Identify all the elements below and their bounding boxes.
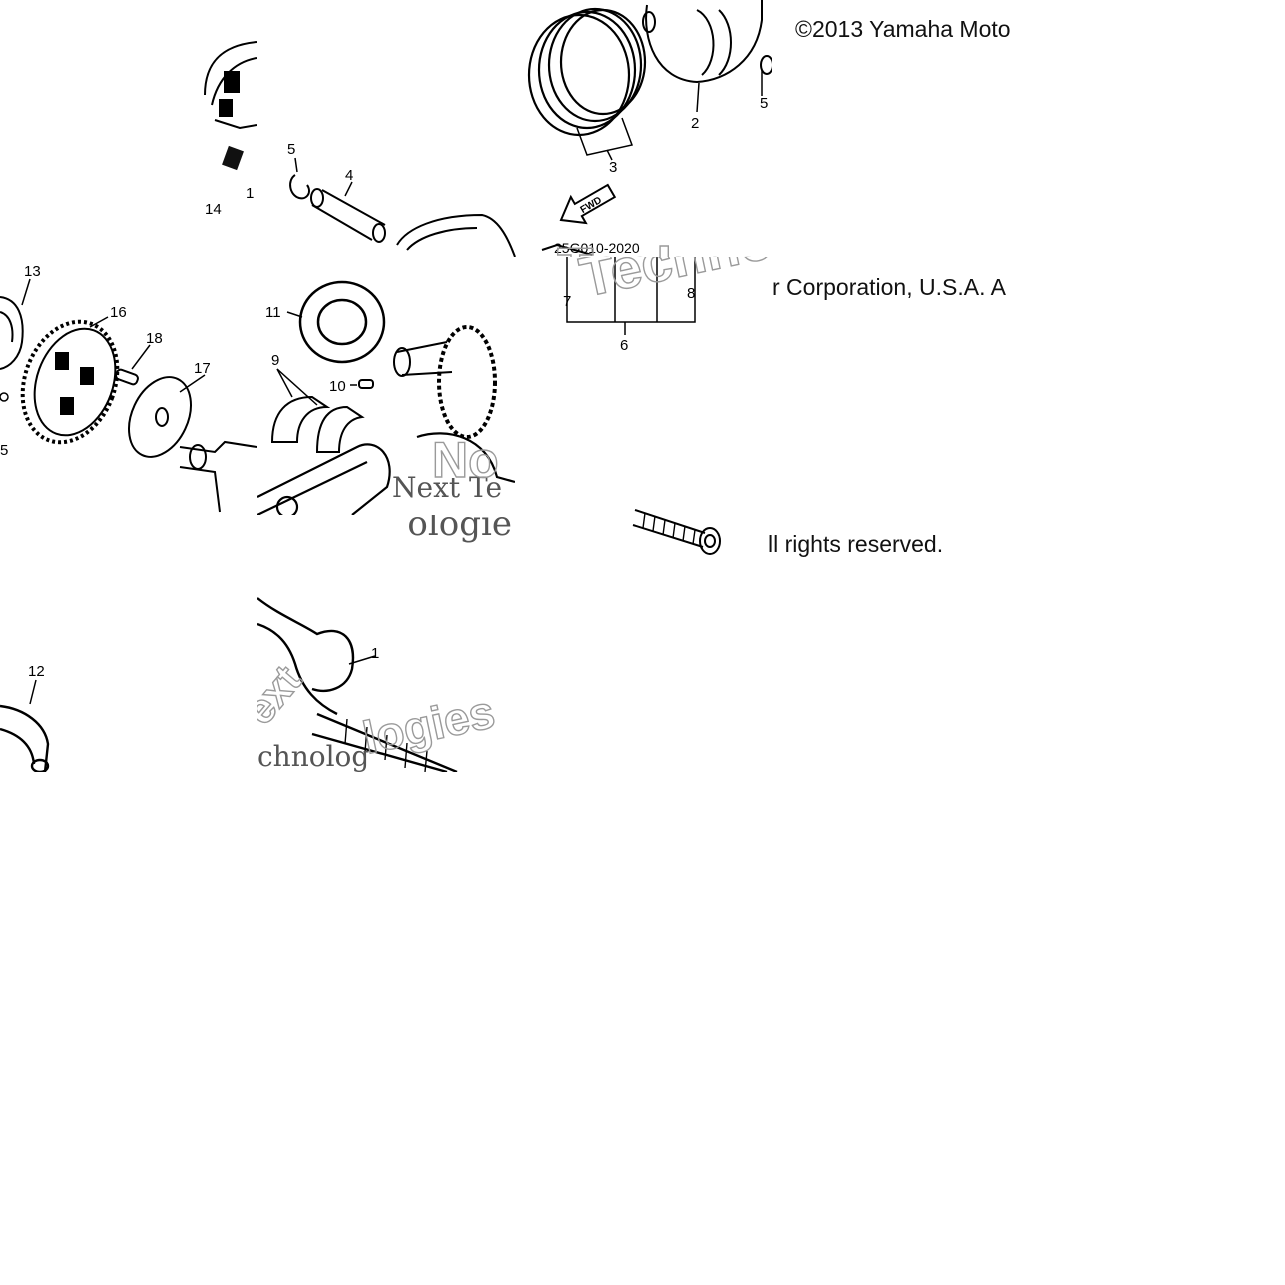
callout-5-left: 5 [287, 141, 295, 158]
crank-gear [393, 325, 497, 439]
callout-5-right: 5 [760, 95, 768, 112]
con-rod-small-end [396, 213, 516, 257]
callout-12: 12 [28, 663, 45, 680]
callout-6: 6 [620, 337, 628, 354]
con-rod-big-end [257, 432, 515, 515]
callout-18: 18 [146, 330, 163, 347]
tile-crank-web-drawing: ologie [407, 515, 512, 544]
callout-3: 3 [609, 159, 617, 176]
bearing-outline [204, 41, 257, 96]
callout-4: 4 [345, 167, 353, 184]
bearing-12 [0, 679, 50, 772]
tile-crank-drawing: 11 9 10 Next Te No [257, 280, 515, 515]
tile-piston-drawing: 3 2 5 5 4 FWD 25G010-2020 [287, 0, 772, 257]
tile-ring-set-drawing: 7 8 6 Techno [563, 257, 772, 354]
diagram-tile-lower-left: 12 [0, 594, 257, 772]
washer-17 [128, 376, 192, 458]
callout-16: 16 [110, 304, 127, 321]
watermark-chnolog: chnolog [257, 740, 369, 772]
piston-body [642, 0, 763, 84]
spring-part-14 [222, 145, 244, 171]
output-shaft-splines [632, 509, 721, 555]
callout-2: 2 [691, 115, 699, 132]
circlip-left [289, 174, 310, 200]
callout-1: 1 [371, 645, 379, 662]
part-number: 25G010-2020 [554, 240, 640, 256]
copyright-line-3: ll rights reserved. [768, 531, 944, 557]
tile-upper-left-drawing: 14 1 [204, 41, 257, 218]
pin-18 [115, 368, 139, 386]
copyright-line-1: ©2013 Yamaha Moto [795, 16, 1011, 42]
callout-17: 17 [194, 360, 211, 377]
callout-1-fragment: 1 [246, 185, 254, 202]
callout-5-fragment: 5 [0, 442, 8, 459]
callout-10: 10 [329, 378, 346, 395]
diagram-tile-crank: 11 9 10 Next Te No [257, 257, 515, 515]
piston-pin [310, 188, 386, 243]
crank-web-1 [257, 597, 458, 772]
oil-seal-11 [298, 280, 386, 364]
tile-output-shaft-drawing [632, 509, 721, 555]
gear-16 [20, 319, 120, 445]
diagram-tile-gears: 13 16 18 17 5 [0, 257, 257, 515]
diagram-tile-crank-lower: 1 logies ext chnolog [257, 594, 515, 772]
crank-shaft-left [179, 440, 257, 513]
gear-13 [0, 296, 24, 370]
callout-13: 13 [24, 263, 41, 280]
tile-lower-left-drawing: 12 [0, 663, 50, 772]
callout-9: 9 [271, 352, 279, 369]
diagram-tile-piston: 3 2 5 5 4 FWD 25G010-2020 [257, 0, 772, 257]
key-10 [358, 379, 374, 389]
tile-crank-lower-drawing: 1 logies ext chnolog [257, 597, 500, 772]
piston-rings [527, 7, 647, 137]
diagram-tile-output-shaft [515, 495, 772, 575]
bearing-shells-9 [270, 395, 365, 453]
watermark-no: No [432, 432, 499, 488]
watermark-techno-top: Techno [557, 236, 766, 257]
diagram-tile-upper-left: 14 1 [0, 0, 257, 257]
watermark-techno: Techno [574, 257, 772, 309]
watermark-ext: ext [257, 656, 310, 733]
callout-14: 14 [205, 201, 222, 218]
watermark-next-te: Next Te [392, 471, 502, 504]
circlip-right [760, 55, 772, 75]
diagram-tile-ring-set: 7 8 6 Techno [515, 257, 772, 515]
fwd-label: FWD [579, 195, 604, 216]
copyright-line-2: r Corporation, U.S.A. A [772, 274, 1006, 300]
fwd-arrow-icon: FWD [559, 183, 617, 225]
watermark-logies: logies [358, 685, 499, 764]
callout-7: 7 [563, 293, 571, 310]
watermark-ologie: ologie [407, 515, 512, 544]
tile-gears-drawing: 13 16 18 17 5 [0, 263, 257, 513]
ring-set-bracket [566, 257, 696, 335]
callout-11: 11 [265, 304, 281, 321]
callout-8: 8 [687, 285, 695, 302]
bolt [541, 243, 593, 256]
